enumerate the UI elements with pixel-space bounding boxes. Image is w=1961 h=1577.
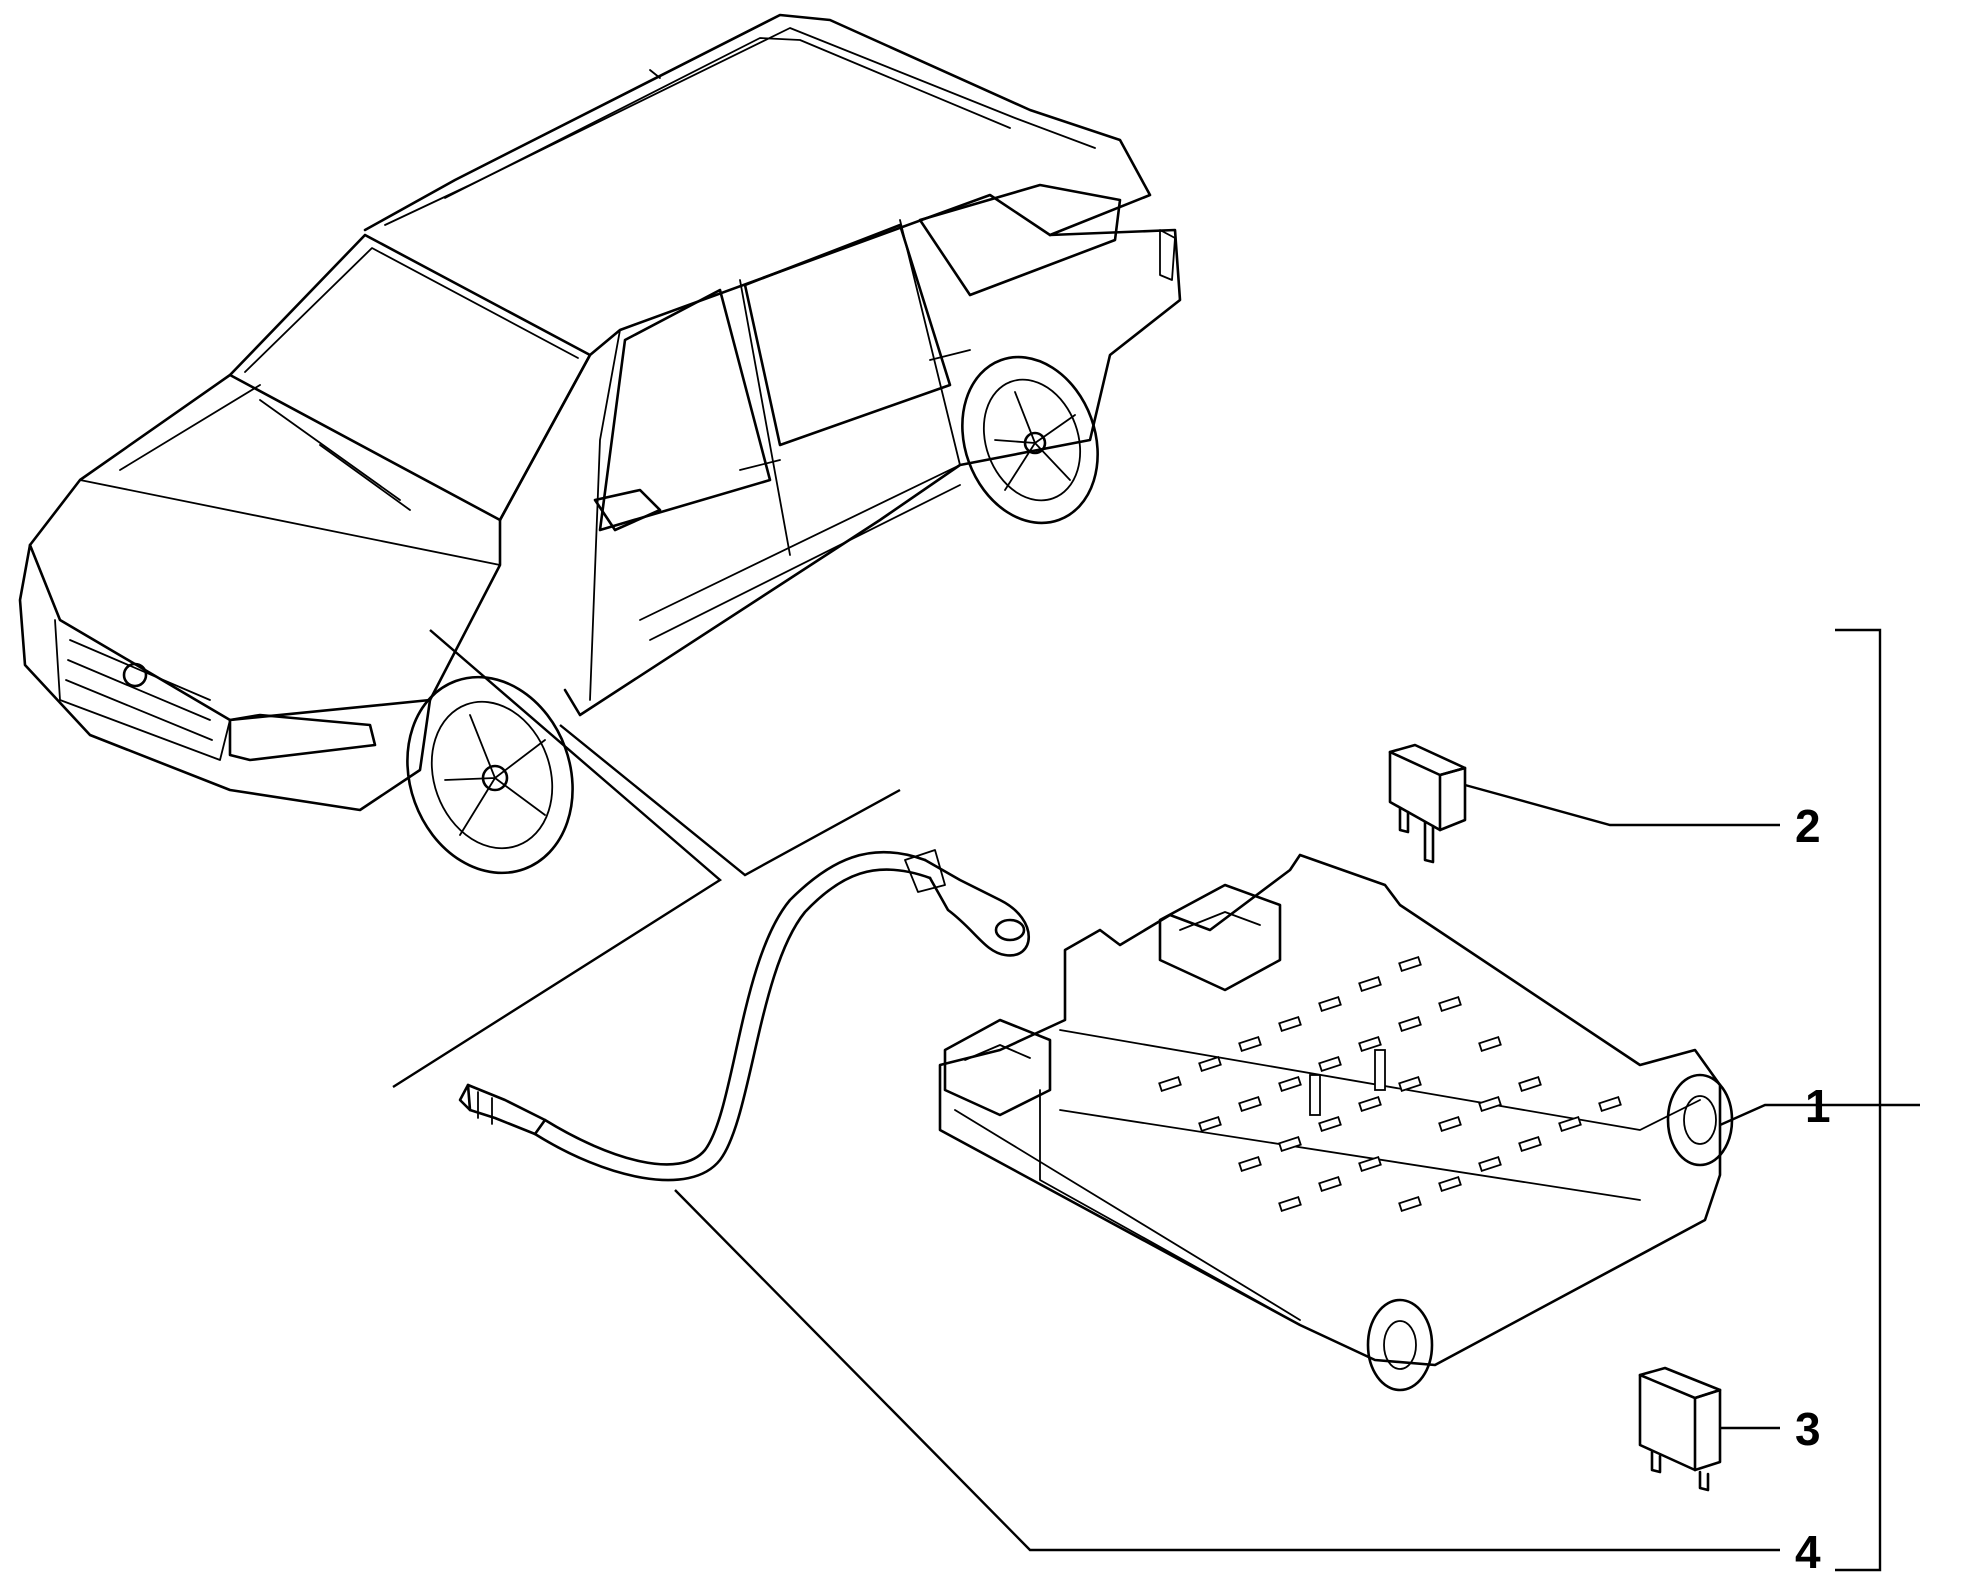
callout-3-label: 3 bbox=[1795, 1403, 1821, 1455]
fuse-relay-box-part bbox=[938, 853, 1734, 1392]
callout-leaders bbox=[674, 628, 1920, 1572]
callout-4-label: 4 bbox=[1795, 1526, 1821, 1577]
car-illustration bbox=[18, 13, 1182, 875]
relay-part bbox=[1638, 1366, 1722, 1492]
ground-cable-part bbox=[458, 849, 1030, 1182]
callout-2-label: 2 bbox=[1795, 800, 1821, 852]
fuse-slots bbox=[1158, 955, 1622, 1213]
maxi-fuse-part bbox=[1388, 743, 1467, 864]
location-leader bbox=[392, 629, 901, 1089]
callout-1-label: 1 bbox=[1805, 1080, 1831, 1132]
